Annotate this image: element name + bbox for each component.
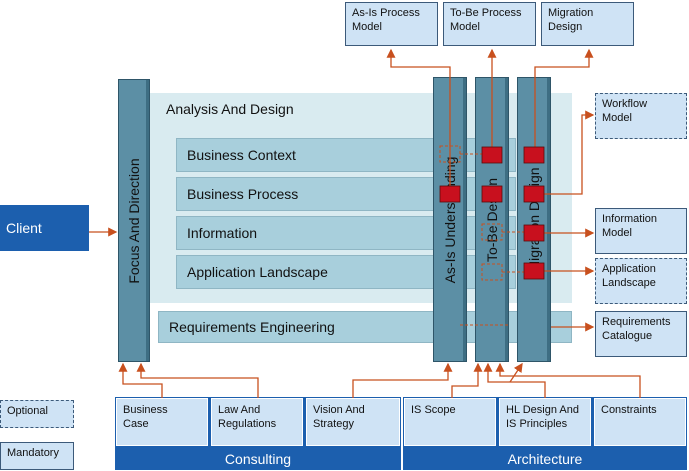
migration-design-box: Migration Design [541,2,634,46]
workflow-model-line [544,110,595,195]
mandatory-square [523,185,545,203]
law-regulations-cell: Law And Regulations [211,398,303,446]
mandatory-square [523,224,545,242]
as-is-process-model-box: As-Is Process Model [345,2,438,46]
mandatory-square [523,146,545,164]
information-model-box: Information Model [595,208,687,254]
client-box: Client [0,205,89,251]
business-case-line [118,362,163,398]
focus-direction-pillar: Focus And Direction [118,79,150,362]
mandatory-square [523,262,545,280]
legend-mandatory: Mandatory [0,442,74,470]
analysis-design-title: Analysis And Design [166,101,294,117]
legend-optional: Optional [0,400,74,428]
to-be-process-model-box: To-Be Process Model [443,2,536,46]
migration-design-pillar: Migration Design [517,77,551,362]
vision-strategy-line [352,362,453,398]
hl-design-migration-line [509,362,523,383]
business-case-cell: Business Case [116,398,208,446]
architecture-footer: Architecture [403,447,687,470]
constraints-cell: Constraints [594,398,686,446]
requirements-catalogue-box: Requirements Catalogue [595,311,687,357]
optional-square [481,223,503,241]
migration-to-design-line [534,48,594,155]
law-regulations-line [136,362,259,398]
is-scope-cell: IS Scope [404,398,496,446]
as-is-to-process-model-line [386,48,451,190]
consulting-footer: Consulting [115,447,401,470]
workflow-model-box: Workflow Model [595,93,687,139]
optional-square [481,263,503,281]
hl-design-cell: HL Design And IS Principles [499,398,591,446]
constraints-line [495,362,641,398]
hl-design-line [483,362,546,398]
application-landscape-box: Application Landscape [595,258,687,304]
mandatory-square [481,185,503,203]
mandatory-square [439,185,461,203]
mandatory-square [481,146,503,164]
is-scope-line [451,362,483,398]
vision-strategy-cell: Vision And Strategy [306,398,400,446]
